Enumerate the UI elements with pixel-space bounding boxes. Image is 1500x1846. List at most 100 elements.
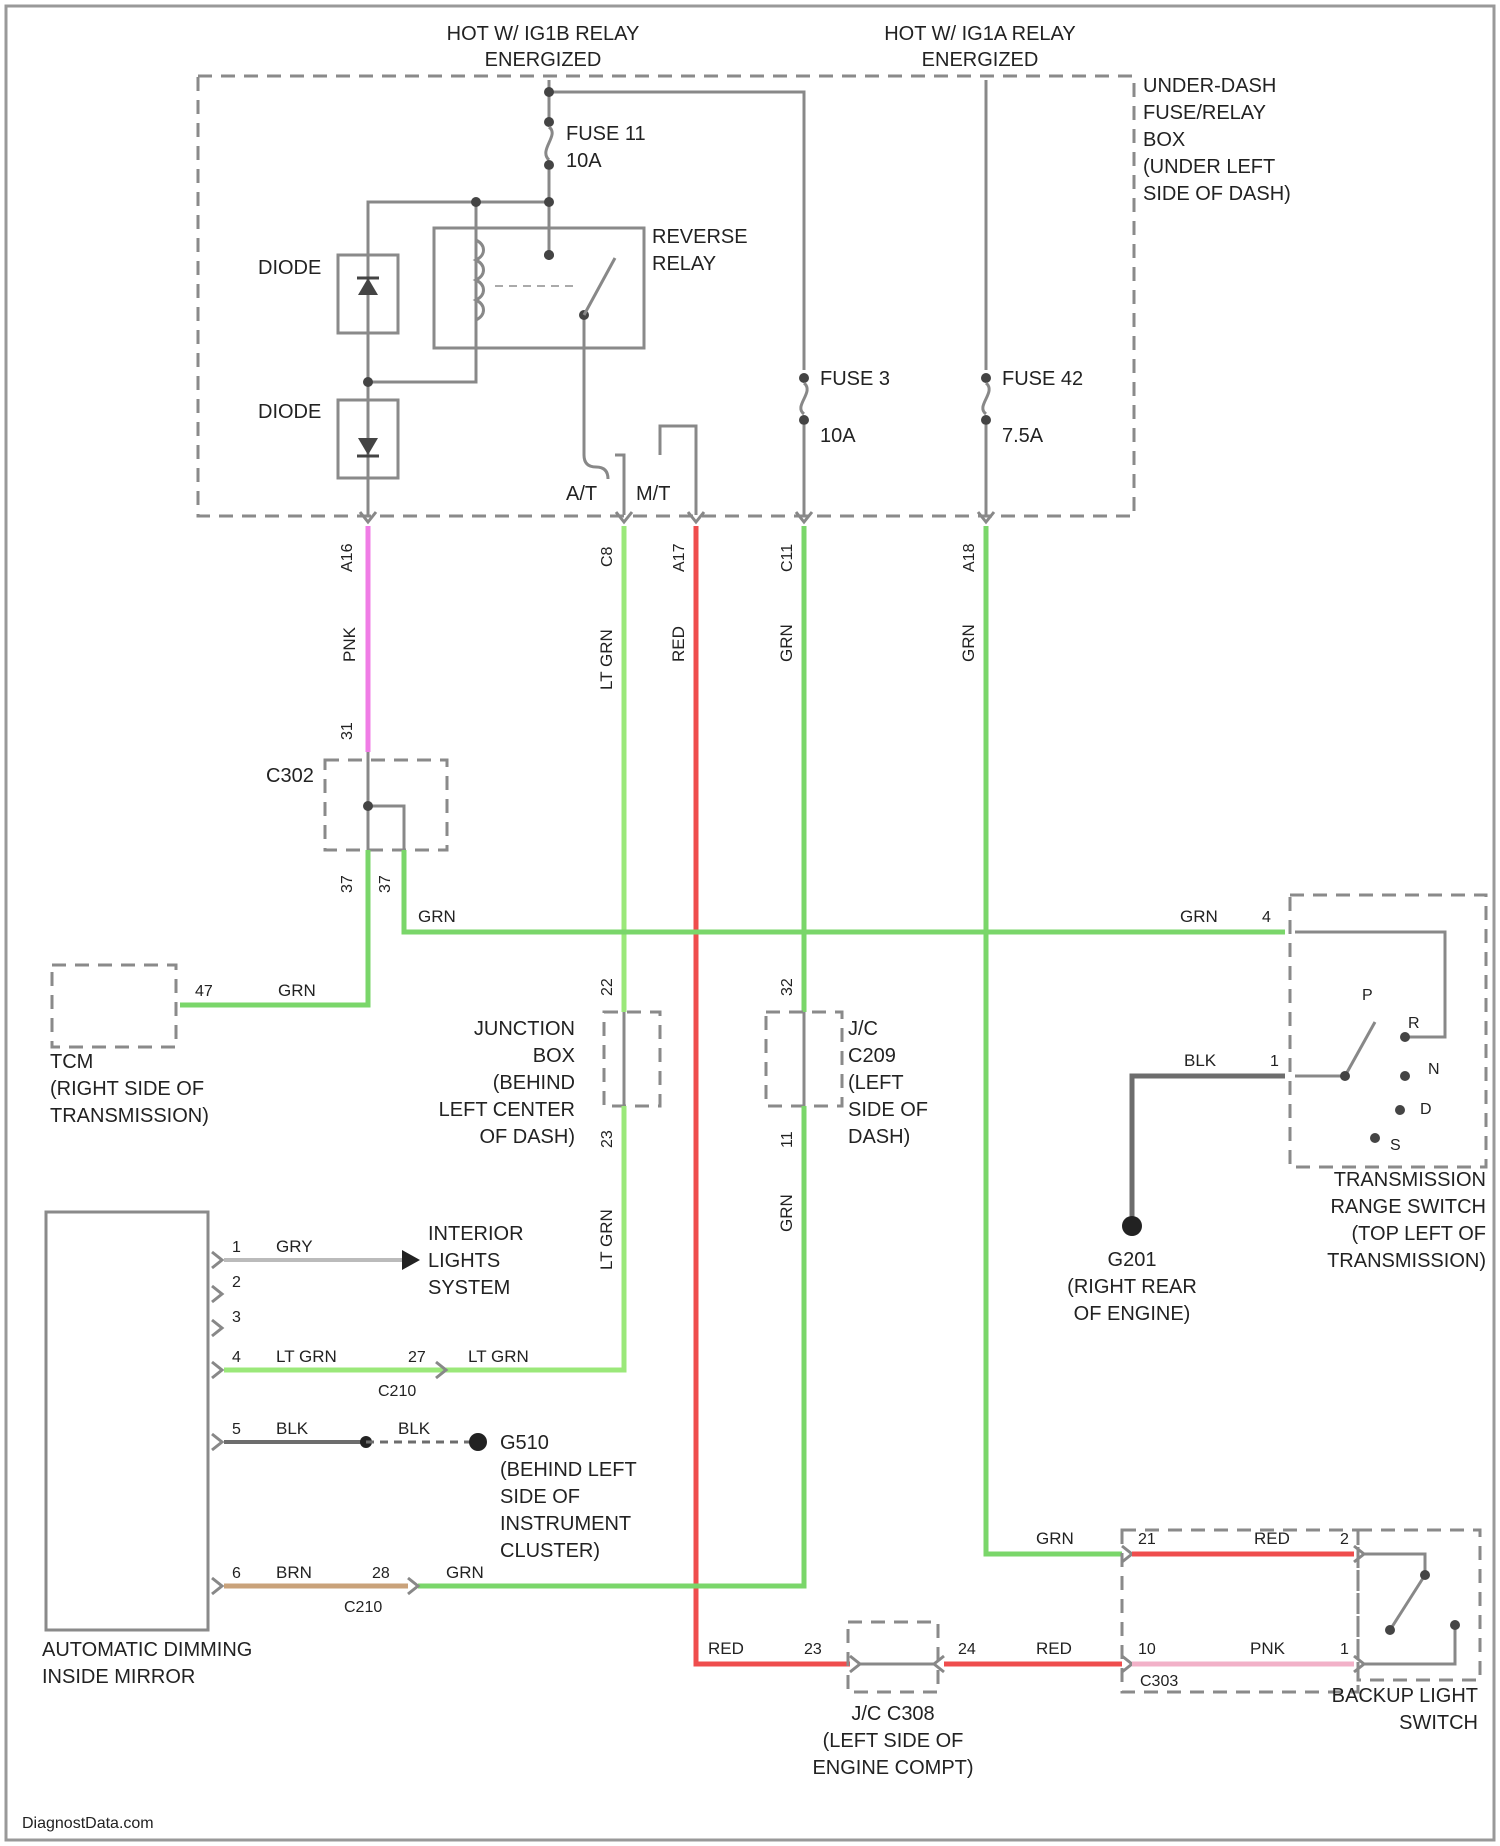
c302-junction	[363, 801, 373, 811]
fuse-box-label-3: BOX	[1143, 129, 1185, 151]
fuse-3-rating: 10A	[820, 425, 856, 447]
tcm-label-2: (RIGHT SIDE OF	[50, 1078, 204, 1100]
fuse-3-label: FUSE 3	[820, 368, 890, 390]
fuse-42-rating: 7.5A	[1002, 425, 1044, 447]
wire-grn-a18	[986, 526, 1122, 1554]
wire-brn-label: BRN	[276, 1563, 312, 1582]
ils-label-3: SYSTEM	[428, 1277, 510, 1299]
pin-a18: A18	[961, 543, 978, 572]
ils-label-1: INTERIOR	[428, 1223, 524, 1245]
pin-c8: C8	[599, 546, 616, 567]
ils-label-2: LIGHTS	[428, 1250, 500, 1272]
mirror-pin-3: 3	[232, 1309, 241, 1326]
fuse-11-icon	[544, 117, 554, 170]
fuse-42-icon	[981, 373, 991, 425]
c302-internal-wiring	[368, 752, 404, 850]
jc-label-5: DASH)	[848, 1126, 910, 1148]
jc-label-3: (LEFT	[848, 1072, 904, 1094]
jc-c308-box	[848, 1622, 938, 1692]
wire-pnk-c303-label: PNK	[1250, 1639, 1286, 1658]
c303-pin-b: 10	[1138, 1641, 1156, 1658]
g201-label-3: OF ENGINE)	[1074, 1303, 1191, 1325]
tcm-label-3: TRANSMISSION)	[50, 1105, 209, 1127]
c320-pin-b: 24	[958, 1641, 976, 1658]
fuse-box-label-5: SIDE OF DASH)	[1143, 183, 1291, 205]
trs-d: D	[1420, 1101, 1432, 1118]
pin-a17: A17	[671, 543, 688, 572]
wire-ltgrn-top-label: LT GRN	[597, 629, 616, 690]
wire-blk-m2-label: BLK	[398, 1419, 431, 1438]
c303-label: C303	[1140, 1673, 1178, 1690]
wire-grn-tcm	[180, 850, 368, 1005]
g510-label-2: (BEHIND LEFT	[500, 1459, 637, 1481]
trs-box	[1290, 895, 1486, 1167]
jc-pin-bottom: 11	[779, 1131, 796, 1148]
c210-pin-b: 28	[372, 1565, 390, 1582]
mirror-pin-6: 6	[232, 1565, 241, 1582]
reverse-relay-label-2: RELAY	[652, 253, 716, 275]
wire-blk-trs	[1132, 1076, 1285, 1226]
arrow-icon	[402, 1250, 420, 1270]
wire-red-top-label: RED	[669, 626, 688, 662]
fuse-box-internal-wiring	[368, 80, 986, 515]
c210-pin-a: 27	[408, 1349, 426, 1366]
wire-grn-c11-label: GRN	[777, 624, 796, 662]
jc-label-2: C209	[848, 1045, 896, 1067]
jb-label-5: OF DASH)	[479, 1126, 575, 1148]
at-label: A/T	[566, 483, 597, 505]
trs-pin-4: 4	[1262, 909, 1271, 926]
g510-label-3: SIDE OF	[500, 1486, 580, 1508]
g201-label-2: (RIGHT REAR	[1067, 1276, 1197, 1298]
reverse-relay-box	[434, 228, 644, 348]
c210-b-pin-icon	[408, 1578, 418, 1594]
trs-p: P	[1362, 987, 1373, 1004]
wire-grn-a18-label: GRN	[959, 624, 978, 662]
trs-internal-wiring	[1295, 932, 1445, 1076]
c210-label-a: C210	[378, 1383, 416, 1400]
fuse-3-icon	[799, 373, 809, 425]
jc-label-1: J/C	[848, 1018, 878, 1040]
fuse-box-junctions	[363, 87, 554, 387]
jb-label-4: LEFT CENTER	[439, 1099, 575, 1121]
c302-label: C302	[266, 765, 314, 787]
jc-c308-pins	[850, 1656, 944, 1672]
jb-pin-bottom: 23	[599, 1130, 616, 1148]
wire-grn-h-left-label: GRN	[418, 907, 456, 926]
tcm-box	[52, 965, 176, 1047]
jc-label-4: SIDE OF	[848, 1099, 928, 1121]
mirror-pin-4: 4	[232, 1349, 241, 1366]
jb-label-2: BOX	[533, 1045, 575, 1067]
trs-label-4: TRANSMISSION)	[1327, 1250, 1486, 1272]
diode-bottom-label: DIODE	[258, 401, 321, 423]
wire-grn-mid-label: GRN	[777, 1194, 796, 1232]
wire-red-c303-label: RED	[1254, 1529, 1290, 1548]
pin-a16: A16	[339, 543, 356, 572]
mirror-pin-5: 5	[232, 1421, 241, 1438]
tcm-pin: 47	[195, 983, 213, 1000]
diode-top-icon	[358, 278, 378, 295]
c303-pin-a: 21	[1138, 1531, 1156, 1548]
mirror-pin-2: 2	[232, 1274, 241, 1291]
wire-grn-c210-label: GRN	[446, 1563, 484, 1582]
wire-red-bot1-label: RED	[708, 1639, 744, 1658]
fuse-box-label-4: (UNDER LEFT	[1143, 156, 1275, 178]
wire-ltgrn-m2-label: LT GRN	[468, 1347, 529, 1366]
wire-grn-tcm-label: GRN	[278, 981, 316, 1000]
mirror-pin-1: 1	[232, 1239, 241, 1256]
wire-gry-label: GRY	[276, 1237, 313, 1256]
fuse-box-label-2: FUSE/RELAY	[1143, 102, 1266, 124]
jc-pin-top: 32	[779, 978, 796, 996]
tcm-label-1: TCM	[50, 1051, 93, 1073]
trs-label-3: (TOP LEFT OF	[1352, 1223, 1486, 1245]
g510-label-4: INSTRUMENT	[500, 1513, 631, 1535]
wire-grn-c303-label: GRN	[1036, 1529, 1074, 1548]
relay-coil-icon	[476, 240, 575, 320]
relay-b-subtitle: ENERGIZED	[485, 49, 602, 71]
c210-label-b: C210	[344, 1599, 382, 1616]
c302-pin-b: 37	[377, 875, 394, 893]
relay-a-title: HOT W/ IG1A RELAY	[884, 23, 1076, 45]
wire-red-bot2-label: RED	[1036, 1639, 1072, 1658]
bls-pin-2: 2	[1340, 1531, 1349, 1548]
